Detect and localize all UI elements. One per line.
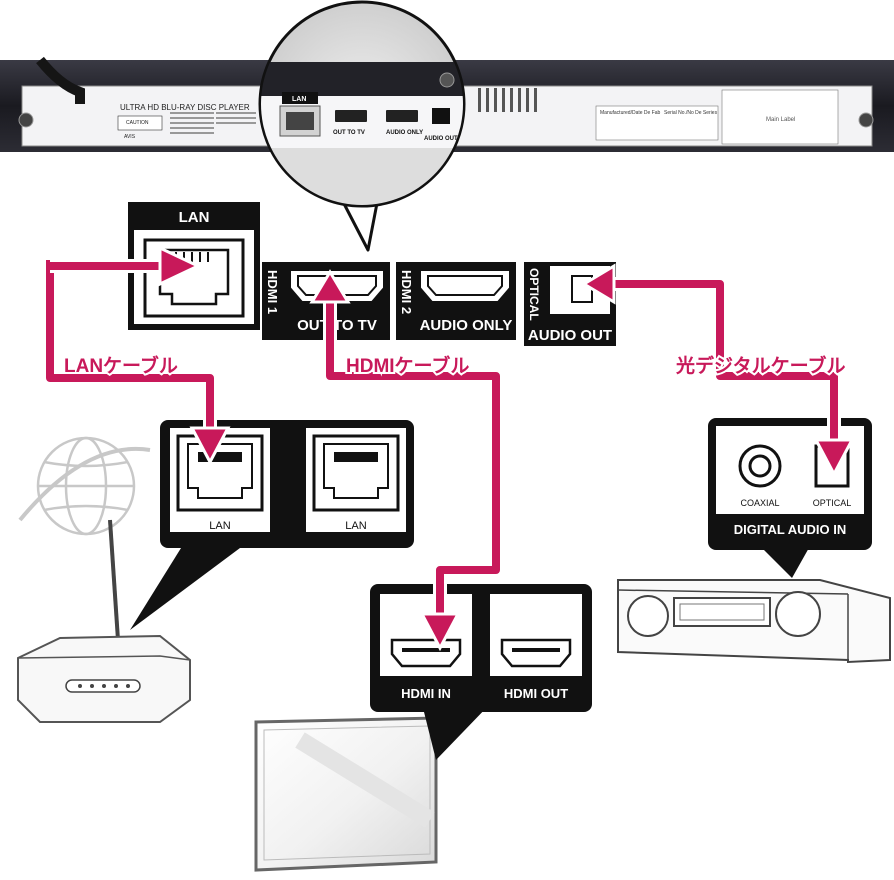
panel-audio-out-label: AUDIO OUT [528, 327, 612, 344]
panel-hdmi2-label: HDMI 2 [399, 270, 414, 314]
screw-icon [858, 112, 874, 128]
fine-print [170, 112, 256, 134]
receiver-display [673, 597, 771, 627]
lan-cable [43, 259, 217, 432]
zoom-bubble: LAN OUT TO TV AUDIO ONLY AUDIO OUT [258, 0, 466, 252]
serial-sticker [595, 105, 719, 141]
router-callout: LAN LAN [130, 420, 414, 630]
hdmi2-jack-icon [419, 269, 511, 303]
power-cord [36, 56, 85, 104]
arrow-up-icon [309, 269, 351, 304]
arrow-down-icon [419, 612, 461, 652]
caution-label: CAUTION [126, 120, 149, 126]
panel-audio-only-label: AUDIO ONLY [420, 317, 513, 334]
receiver-coaxial-label: COAXIAL [740, 498, 779, 508]
player-model-label: ULTRA HD BLU-RAY DISC PLAYER [120, 103, 250, 112]
router-lan-label-1: LAN [209, 520, 230, 532]
arrow-down-icon [189, 426, 231, 466]
main-label-sticker [721, 89, 839, 145]
panel-optical-label: OPTICAL [527, 268, 541, 321]
knob-icon [775, 591, 821, 637]
tv-hdmi-in-label: HDMI IN [401, 686, 451, 701]
zoom-audio-only-label: AUDIO ONLY [386, 130, 423, 136]
main-label: Main Label [766, 117, 795, 123]
arrow-left-icon [581, 263, 616, 305]
panel-lan-label: LAN [179, 209, 210, 226]
tv-hdmi-out-label: HDMI OUT [504, 686, 568, 701]
av-receiver [617, 579, 891, 664]
knob-icon [627, 595, 669, 637]
router [17, 519, 191, 723]
caution-sticker [117, 115, 163, 131]
arrow-down-icon [813, 438, 855, 478]
receiver-optical-label: OPTICAL [813, 498, 852, 508]
television [254, 716, 438, 872]
optical-cable-label: 光デジタルケーブル [675, 354, 845, 377]
screw-icon [18, 112, 34, 128]
zoom-audio-out-label: AUDIO OUT [424, 136, 458, 142]
zoom-out-to-tv-label: OUT TO TV [333, 130, 365, 136]
mfg-label: Manufactured/Date De Fab [600, 110, 661, 116]
hdmi-cable [323, 302, 503, 618]
optical-cable [610, 277, 841, 444]
serial-label: Serial No./No De Series [664, 110, 718, 116]
hdmi-jack-icon [500, 638, 572, 668]
panel-hdmi1-label: HDMI 1 [265, 270, 280, 314]
hdmi-cable-label: HDMIケーブル [346, 354, 469, 377]
vent-slots [478, 88, 537, 112]
avis-label: AVIS [124, 134, 136, 140]
arrow-right-icon [158, 245, 202, 287]
globe-icon [18, 436, 151, 536]
receiver-digital-audio-in-label: DIGITAL AUDIO IN [734, 522, 846, 537]
lan-cable-label: LANケーブル [64, 354, 178, 377]
hdmi-jack-icon [390, 638, 462, 668]
zoom-lan-label: LAN [292, 96, 306, 103]
router-lan-label-2: LAN [345, 520, 366, 532]
antenna-icon [108, 519, 120, 641]
